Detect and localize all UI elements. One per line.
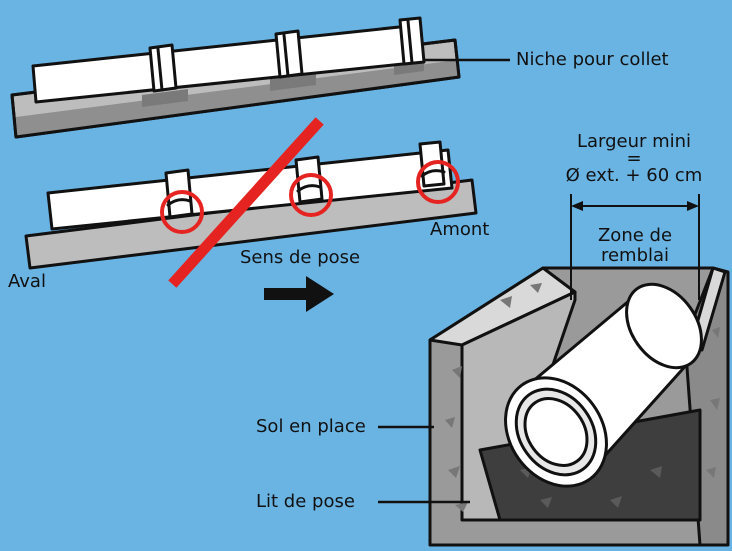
width-label-line1: Largeur mini [576,131,692,152]
red-circle-icon [289,173,333,217]
red-circle-icon [416,160,460,204]
width-label-line3: Ø ext. + 60 cm [565,165,703,186]
direction-label: Sens de pose [240,247,361,268]
red-circle-icon [160,190,204,234]
upper-pipe [31,16,426,104]
trench-pipe [504,282,703,488]
amont-label: Amont [430,219,490,240]
bedding-label: Lit de pose [256,491,355,512]
backfill-zone-line1: Zone de [597,225,673,246]
aval-label: Aval [8,271,46,292]
niche-label: Niche pour collet [516,49,669,70]
backfill-zone-label: Zone de remblai [575,226,695,266]
right-arrow-icon [264,276,334,312]
niche-recess [142,89,188,107]
soil-label: Sol en place [256,416,366,437]
width-label: Largeur mini = Ø ext. + 60 cm [560,132,708,186]
width-dimension [570,194,700,300]
backfill-zone-line2: remblai [600,245,670,266]
prohibition-slash-icon [168,117,324,288]
width-label-line2: = [626,148,642,169]
